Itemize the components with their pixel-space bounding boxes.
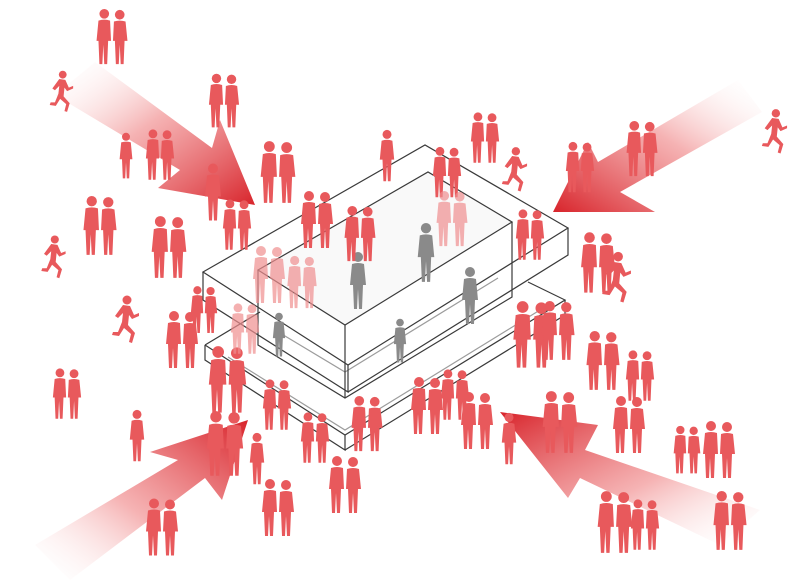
person-figure bbox=[352, 396, 383, 451]
person-figure bbox=[411, 377, 443, 434]
runner-figure bbox=[502, 147, 527, 191]
person-figure bbox=[581, 232, 615, 292]
person-figure bbox=[626, 350, 654, 400]
person-figure bbox=[261, 141, 296, 203]
person-figure bbox=[613, 396, 645, 453]
person-figure bbox=[130, 410, 144, 461]
person-figure bbox=[250, 433, 264, 484]
person-figure bbox=[586, 331, 619, 390]
person-figure bbox=[461, 392, 493, 449]
person-figure bbox=[541, 301, 574, 360]
person-figure bbox=[223, 199, 251, 249]
person-figure bbox=[598, 491, 633, 553]
person-figure bbox=[53, 368, 81, 418]
person-figure bbox=[209, 74, 239, 128]
runner-figure bbox=[112, 296, 139, 344]
runner-figure bbox=[41, 235, 65, 278]
person-figure bbox=[471, 112, 499, 162]
person-figure bbox=[209, 346, 246, 413]
person-figure bbox=[97, 9, 128, 64]
person-figure bbox=[152, 216, 187, 278]
person-figure bbox=[329, 456, 361, 513]
person-figure bbox=[83, 196, 116, 255]
person-figure bbox=[262, 479, 294, 536]
person-figure bbox=[674, 426, 701, 474]
person-figure bbox=[231, 303, 259, 353]
person-figure bbox=[703, 421, 735, 478]
runner-figure bbox=[762, 109, 787, 153]
person-figure bbox=[301, 412, 329, 462]
person-figure bbox=[191, 286, 217, 333]
